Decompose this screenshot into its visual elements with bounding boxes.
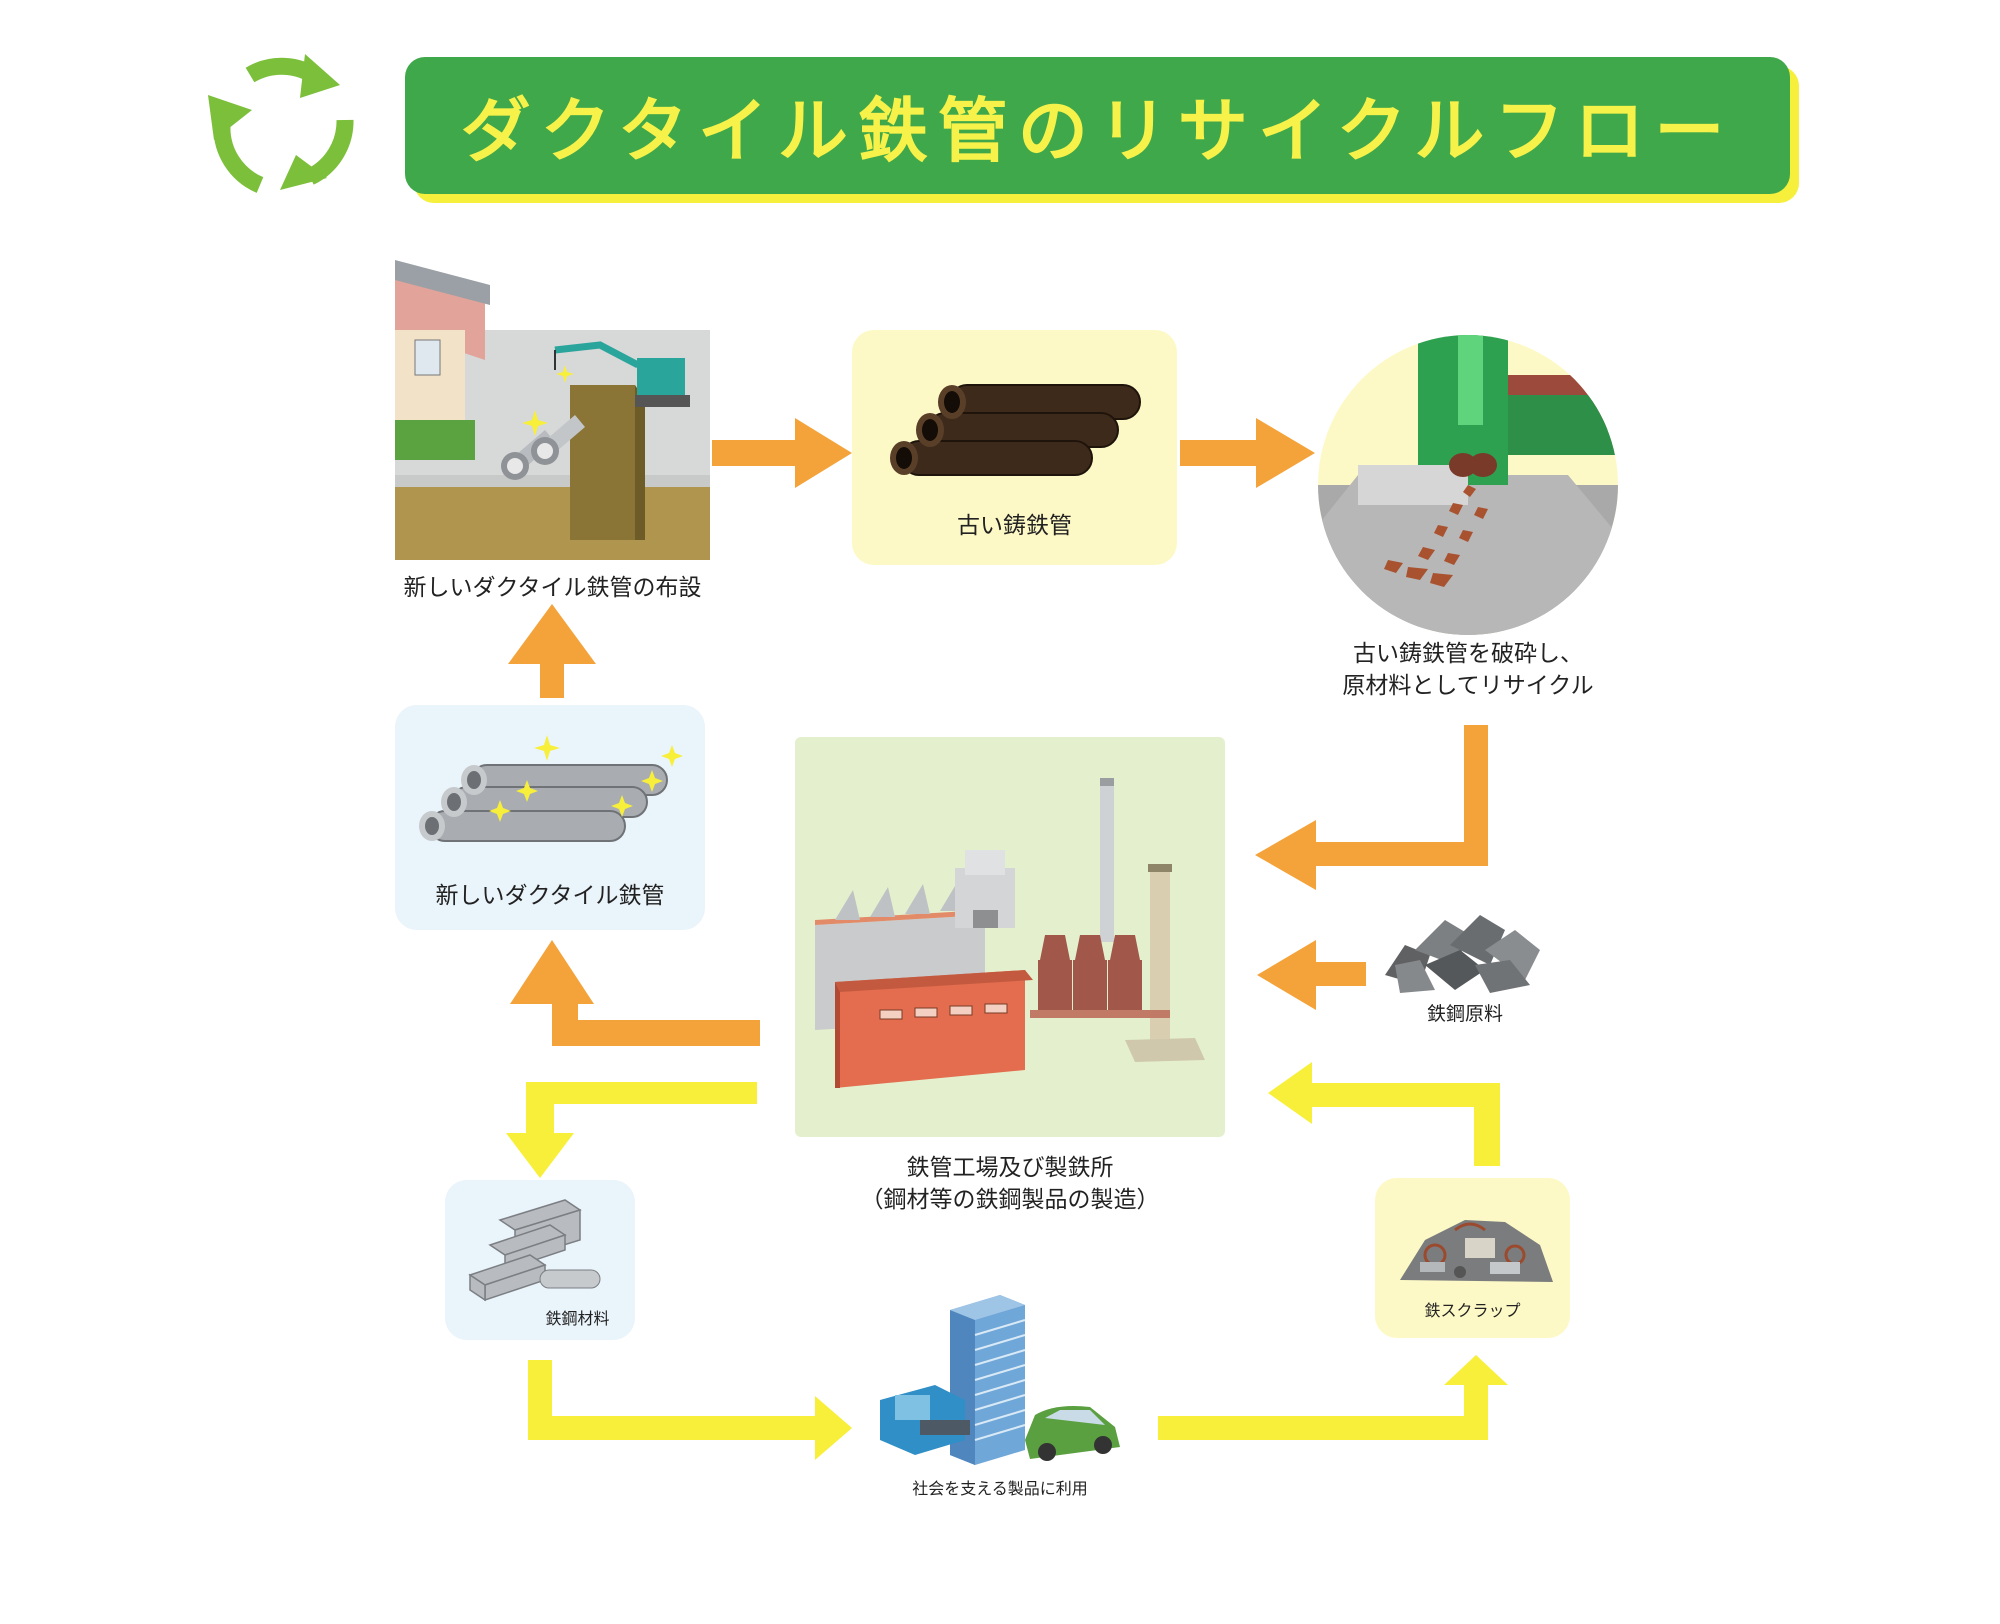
old-pipe-label: 古い鋳鉄管 [957, 513, 1072, 539]
ore-label: 鉄鋼原料 [1426, 1003, 1503, 1025]
arrow-factory-to-newpipe [510, 940, 760, 1046]
arrow-crush-to-factory [1255, 725, 1488, 890]
factory-label-1: 鉄管工場及び製鉄所 [906, 1155, 1114, 1181]
city-products-icon [880, 1295, 1120, 1465]
crusher-icon [1318, 335, 1618, 635]
arrow-factory-to-steel [506, 1082, 757, 1178]
products-label: 社会を支える製品に利用 [912, 1479, 1088, 1498]
factory-icon [815, 778, 1205, 1088]
new-pipes-icon [419, 735, 683, 842]
page-title: ダクタイル鉄管のリサイクルフロー [460, 90, 1735, 172]
old-pipes-icon [890, 384, 1141, 476]
arrow-laying-to-old [712, 418, 852, 488]
arrow-ore-to-factory [1257, 940, 1366, 1010]
arrow-products-to-scrap [1158, 1355, 1508, 1440]
arrow-newpipe-to-laying [508, 604, 596, 698]
arrow-old-to-crush [1180, 418, 1315, 488]
recycle-icon [208, 54, 354, 193]
ore-pile-icon [1385, 915, 1540, 993]
steel-beams-icon [468, 1199, 601, 1302]
arrow-steel-to-products [528, 1360, 852, 1460]
crush-label-1: 古い鋳鉄管を破砕し、 [1353, 641, 1583, 667]
new-laying-label: 新しいダクタイル鉄管の布設 [403, 575, 702, 601]
title-banner: ダクタイル鉄管のリサイクルフロー [405, 57, 1790, 194]
pipe-laying-scene-icon [395, 260, 710, 560]
steel-label: 鉄鋼材料 [545, 1309, 610, 1328]
scrap-pile-icon [1400, 1220, 1553, 1282]
new-pipe-label: 新しいダクタイル鉄管 [435, 883, 665, 909]
crush-label-2: 原材料としてリサイクル [1342, 673, 1594, 699]
scrap-label: 鉄スクラップ [1424, 1301, 1521, 1320]
factory-label-2: （鋼材等の鉄鋼製品の製造） [860, 1187, 1160, 1213]
steel-panel [445, 1180, 635, 1340]
